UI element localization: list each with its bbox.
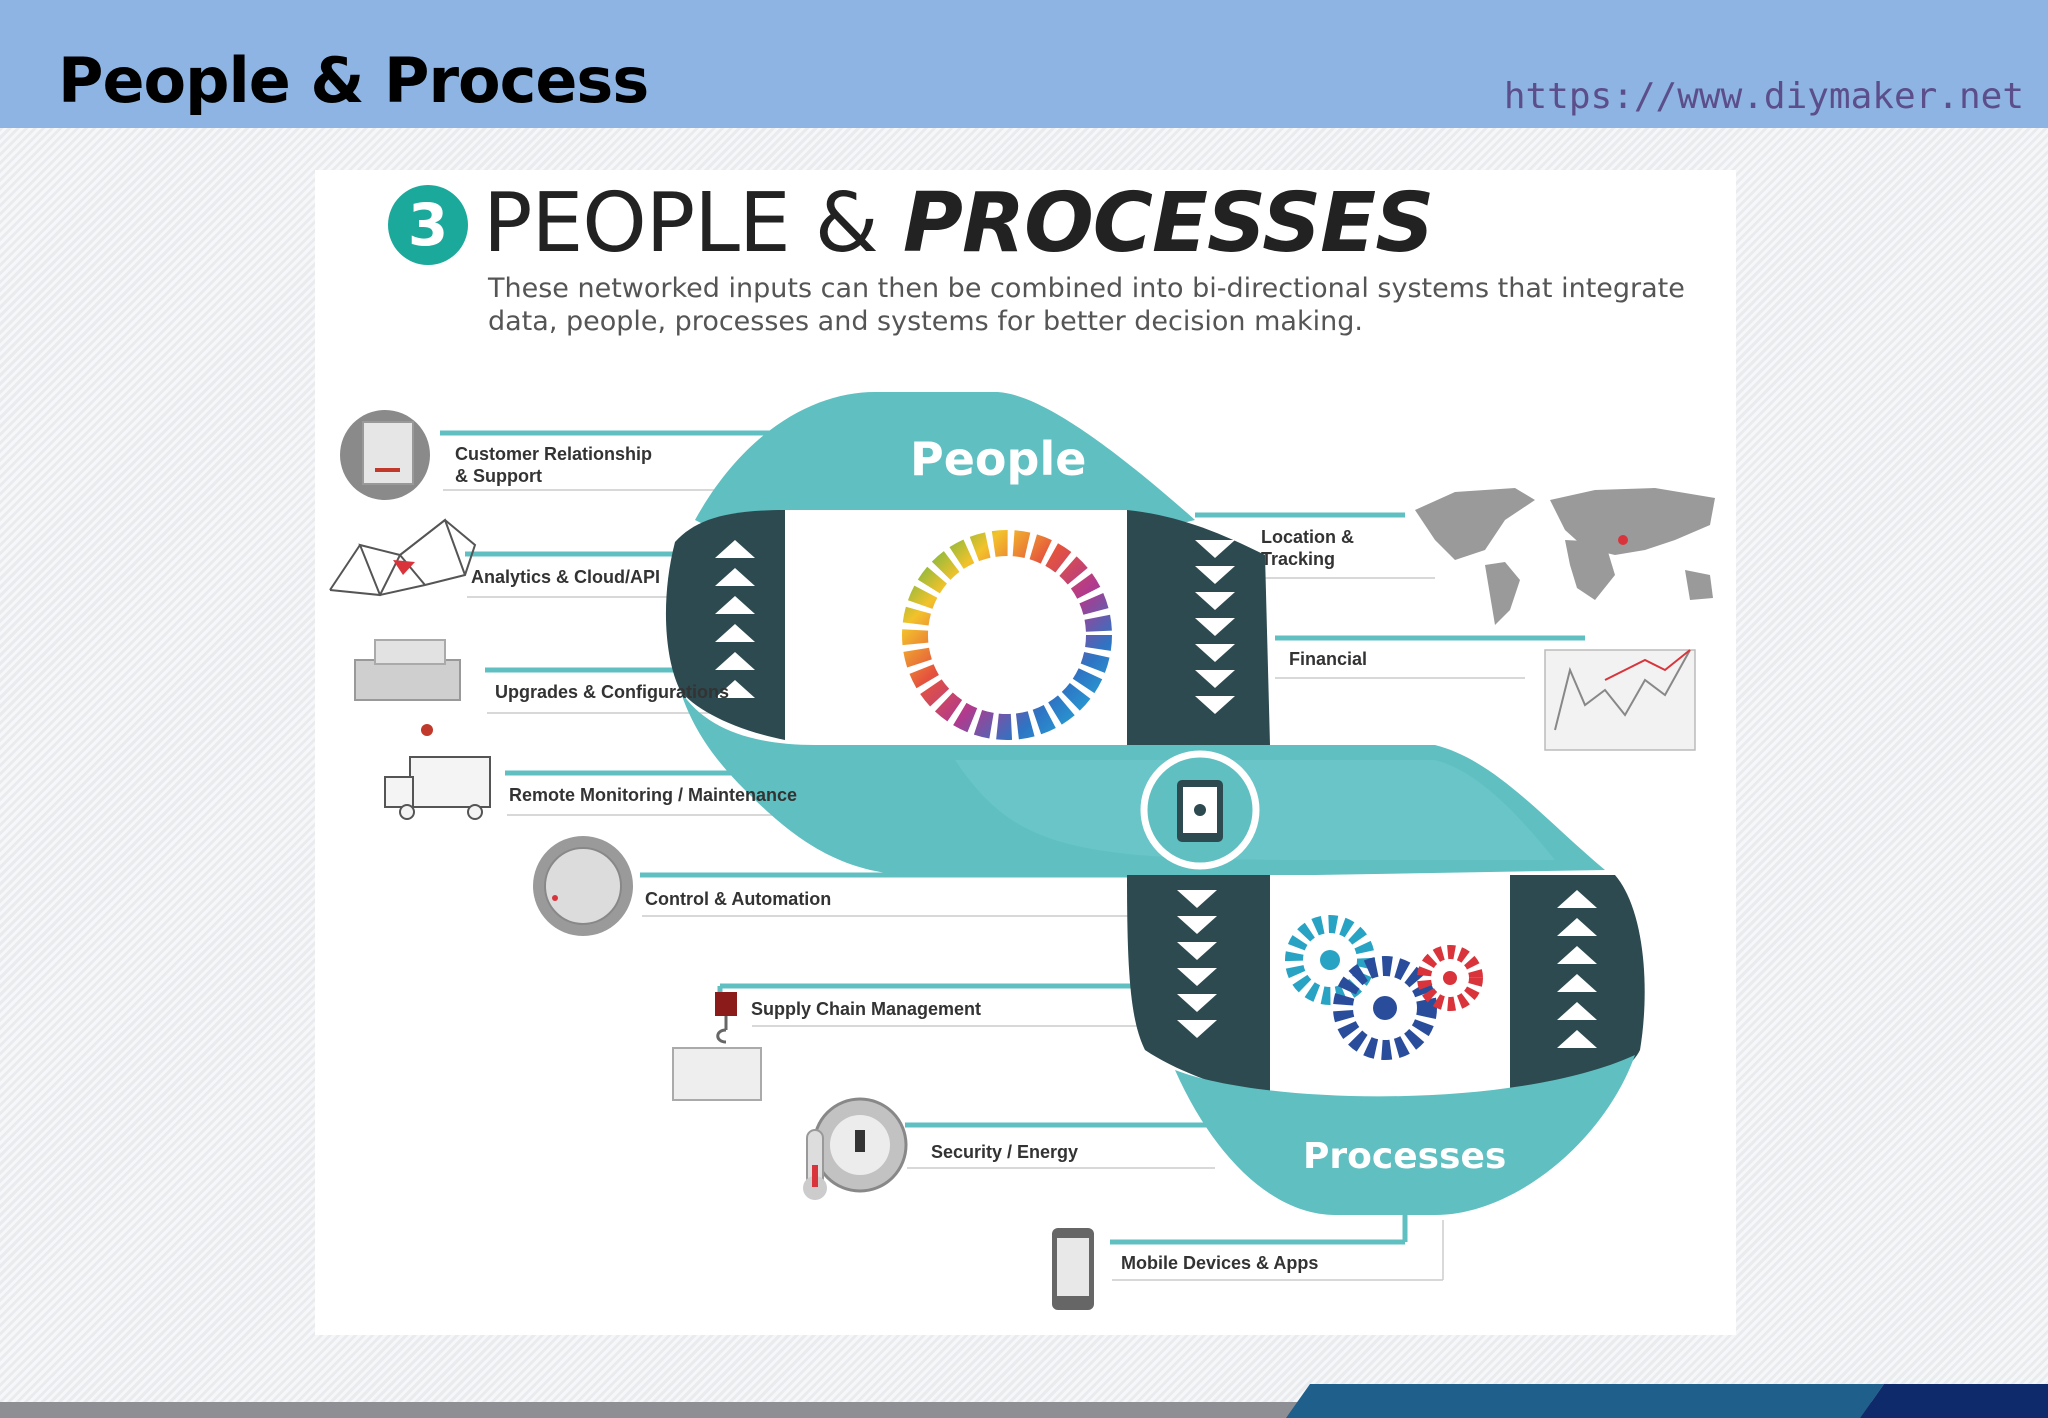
up-arrows-processes: [1557, 890, 1597, 1048]
heading-bold: PROCESSES: [902, 176, 1434, 271]
toolbox-icon: [354, 639, 461, 736]
label-security-energy: Security / Energy: [931, 1142, 1079, 1162]
dial-knob-icon: [533, 836, 633, 936]
crane-hook-icon: [672, 992, 762, 1101]
slide-header: People & Process https://www.diymaker.ne…: [0, 0, 2048, 128]
label-upgrades-configurations: Upgrades & Configurations: [495, 682, 730, 702]
label-analytics-cloud: Analytics & Cloud/API: [471, 567, 661, 587]
label-financial: Financial: [1289, 649, 1368, 669]
smartphone-icon: [1052, 1228, 1094, 1310]
down-arrows-people: [1195, 540, 1235, 714]
tablet-hand-icon: [1140, 750, 1260, 870]
infographic-card: 3 PEOPLE & PROCESSES These networked inp…: [315, 170, 1736, 1335]
people-circle-icon: [902, 530, 1112, 740]
slide-title: People & Process: [58, 44, 649, 117]
footer-bar: [0, 1402, 2048, 1418]
processes-label: Processes: [1303, 1136, 1507, 1177]
label-remote-monitoring: Remote Monitoring / Maintenance: [509, 785, 798, 805]
label-location-tracking: Location & Tracking: [1261, 527, 1354, 569]
step-number-badge: 3: [388, 185, 468, 265]
infographic-diagram: [329, 392, 1715, 1310]
world-map-icon: [1415, 488, 1715, 625]
truck-icon: [384, 756, 491, 820]
people-label: People: [910, 432, 1087, 486]
down-arrows-processes: [1177, 890, 1217, 1038]
site-url[interactable]: https://www.diymaker.net: [1503, 76, 2024, 117]
label-customer-relationship: Customer Relationship & Support: [455, 444, 653, 486]
up-arrows-people: [715, 540, 755, 698]
label-mobile-devices: Mobile Devices & Apps: [1121, 1253, 1319, 1273]
infographic-heading: PEOPLE & PROCESSES: [483, 176, 1434, 271]
lock-dial-icon: [803, 1097, 908, 1200]
gears-icon: [1285, 915, 1483, 1060]
label-supply-chain: Supply Chain Management: [751, 999, 982, 1019]
stock-chart-icon: [1544, 649, 1696, 751]
infographic-intro: These networked inputs can then be combi…: [488, 273, 1685, 337]
label-control-automation: Control & Automation: [645, 889, 832, 909]
network-mesh-icon: [329, 518, 477, 597]
heading-plain: PEOPLE &: [483, 176, 879, 271]
clipboard-icon: [340, 410, 430, 500]
